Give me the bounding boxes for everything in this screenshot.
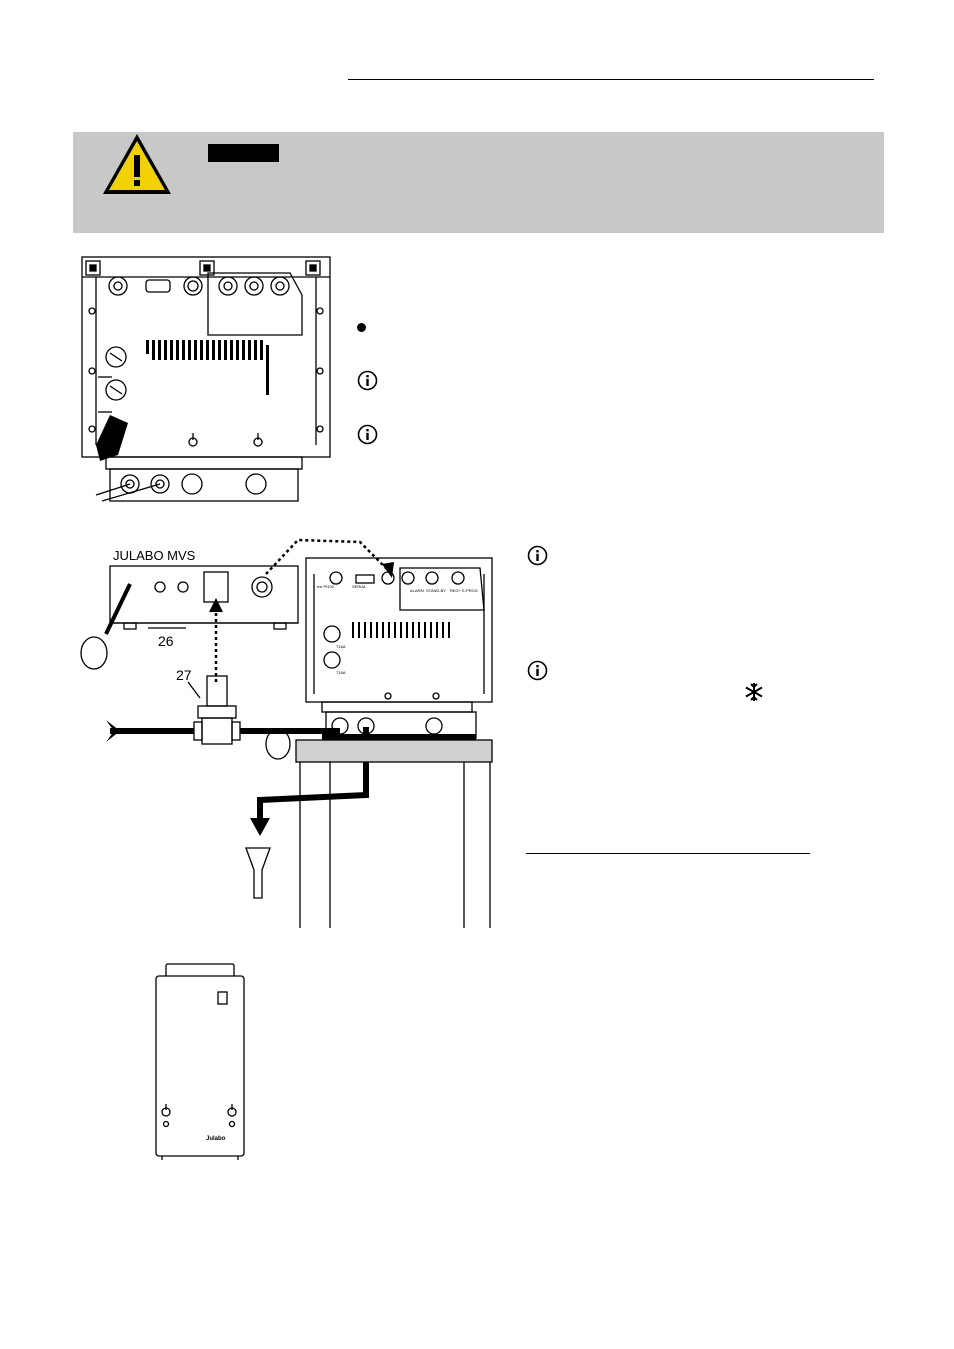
info-icon xyxy=(527,545,548,566)
callout-27: 27 xyxy=(176,667,192,683)
panel-label-fuse2: T16A xyxy=(336,670,346,675)
panel-label-reg-eprog: REG+ E-PROG xyxy=(450,588,478,593)
info-icon xyxy=(357,370,378,391)
panel-label-ext-pt100: ext Pt100 xyxy=(317,584,335,589)
panel-label-standby: STAND-BY xyxy=(426,588,446,593)
chiller-side-figure: Julabo xyxy=(155,963,245,1160)
header-rule xyxy=(348,79,874,80)
mvs-device-label: JULABO MVS xyxy=(113,548,196,563)
section-rule xyxy=(526,853,810,854)
info-icon xyxy=(357,424,378,445)
snowflake-icon xyxy=(745,683,763,701)
panel-label-alarm: ALARM xyxy=(410,588,424,593)
warning-triangle-icon xyxy=(103,134,171,194)
info-icon xyxy=(527,660,548,681)
panel-label-fuse1: T16A xyxy=(336,644,346,649)
callout-26: 26 xyxy=(158,633,174,649)
mvs-installation-figure: JULABO MVS 26 27 xyxy=(80,538,493,928)
rear-panel-figure xyxy=(81,256,331,502)
warning-label xyxy=(208,144,279,162)
chiller-brand-label: Julabo xyxy=(206,1136,226,1142)
panel-label-serial: SERIAL xyxy=(352,584,367,589)
warning-box xyxy=(73,132,884,233)
bullet-point xyxy=(357,323,366,332)
